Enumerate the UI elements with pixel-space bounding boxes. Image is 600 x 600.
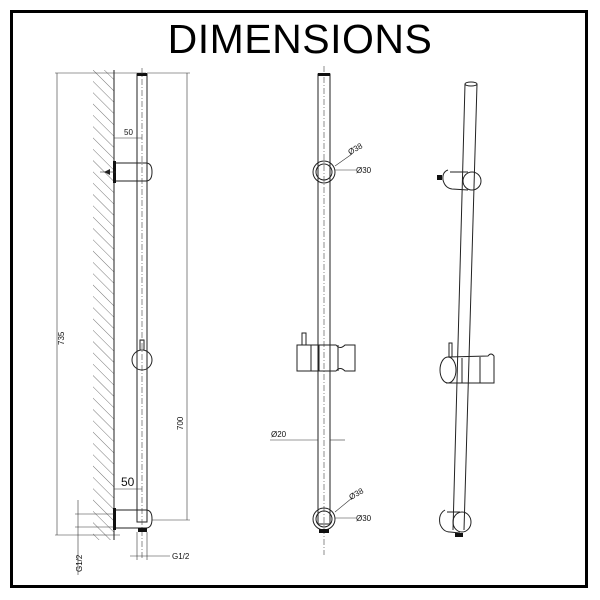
dim-50-bottom: 50: [121, 475, 135, 489]
perspective-view: [437, 81, 495, 537]
top-bracket-front: [312, 160, 336, 184]
slider-front: [296, 344, 312, 372]
dim-700: 700: [176, 416, 185, 430]
drawing-frame: [10, 10, 588, 588]
page-title: DIMENSIONS: [167, 16, 433, 62]
dim-bottom-inner: Ø30: [356, 514, 372, 523]
wall-hatch: [93, 70, 114, 540]
dim-rail-diameter: Ø20: [271, 430, 287, 439]
dim-735: 735: [57, 331, 66, 345]
front-view: Ø38 Ø30 Ø20 Ø38 Ø30: [270, 66, 372, 555]
thread-label-left: G1/2: [75, 554, 84, 572]
dim-bottom-outer: Ø38: [348, 486, 366, 502]
dim-top-outer: Ø38: [347, 141, 365, 157]
side-view: 735 700 50 50 G1/2 G1/2: [55, 68, 190, 575]
dim-top-inner: Ø30: [356, 166, 372, 175]
thread-label-right: G1/2: [172, 552, 190, 561]
dim-50-top: 50: [124, 128, 133, 137]
